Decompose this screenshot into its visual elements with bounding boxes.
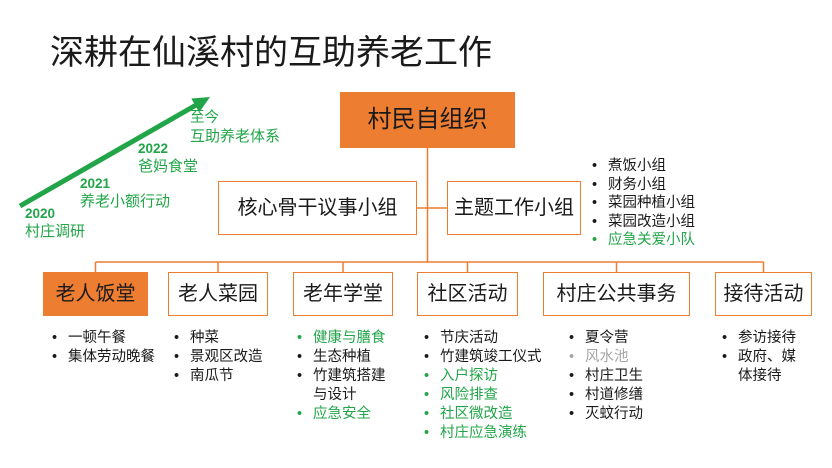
node-label: 接待活动 [723, 283, 804, 305]
milestone-year: 2020 [25, 206, 56, 221]
node-label: 村庄公共事务 [556, 283, 677, 305]
subgroup-item: 菜园改造小组 [592, 213, 695, 232]
page-title: 深耕在仙溪村的互助养老工作 [50, 34, 492, 72]
list-item: 南瓜节 [174, 367, 263, 386]
list-item: 种菜 [174, 329, 263, 348]
milestone: 2021 养老小额行动 [80, 175, 170, 211]
activity-node-school: 老年学堂 [293, 272, 393, 316]
node-label: 主题工作小组 [454, 197, 574, 219]
subgroup-item: 应急关爱小队 [592, 231, 695, 250]
milestone-label: 养老小额行动 [80, 193, 171, 210]
node-label: 老人菜园 [178, 283, 258, 305]
node-label: 社区活动 [427, 283, 508, 305]
activity-node-garden: 老人菜园 [168, 272, 268, 316]
list-item: 社区微改造 [424, 405, 542, 424]
list-item: 生态种植 [297, 348, 386, 367]
list-item: 政府、媒 体接待 [722, 348, 796, 386]
theme-subgroup-list: 煮饭小组 财务小组 菜园种植小组 菜园改造小组 应急关爱小队 [592, 157, 695, 250]
milestone-label: 爸妈食堂 [138, 158, 199, 175]
activity-node-canteen: 老人饭堂 [43, 272, 148, 316]
org-node-theme-group: 主题工作小组 [447, 181, 581, 235]
org-node-core-group: 核心骨干议事小组 [218, 181, 417, 235]
list-item: 风险排查 [424, 386, 542, 405]
node-label: 村民自组织 [367, 106, 488, 133]
activity-node-reception: 接待活动 [715, 272, 812, 316]
milestone-year: 2021 [80, 176, 111, 191]
subgroup-item: 财务小组 [592, 176, 695, 195]
node-label: 老人饭堂 [55, 283, 136, 305]
subgroup-item: 煮饭小组 [592, 157, 695, 176]
milestone-label: 互助养老体系 [190, 128, 281, 145]
milestone-label: 村庄调研 [25, 223, 86, 240]
subgroup-item: 菜园种植小组 [592, 194, 695, 213]
list-item: 风水池 [569, 348, 643, 367]
activity-list-garden: 种菜 景观区改造 南瓜节 [174, 329, 263, 386]
activity-node-community: 社区活动 [417, 272, 518, 316]
list-item: 健康与膳食 [297, 329, 386, 348]
node-label: 核心骨干议事小组 [237, 197, 398, 219]
activity-list-reception: 参访接待 政府、媒 体接待 [722, 329, 796, 386]
activity-node-public-affairs: 村庄公共事务 [543, 272, 690, 316]
milestone: 2020 村庄调研 [25, 205, 85, 241]
activity-list-school: 健康与膳食 生态种植 竹建筑搭建 与设计 应急安全 [297, 329, 386, 424]
list-item: 景观区改造 [174, 348, 263, 367]
list-item: 竹建筑搭建 与设计 [297, 367, 386, 405]
list-item: 竹建筑竣工仪式 [424, 348, 542, 367]
activity-list-canteen: 一顿午餐 集体劳动晚餐 [52, 329, 155, 367]
list-item: 村道修缮 [569, 386, 643, 405]
list-item: 一顿午餐 [52, 329, 155, 348]
list-item: 应急安全 [297, 405, 386, 424]
org-node-root: 村民自组织 [340, 92, 515, 148]
activity-list-public-affairs: 夏令营 风水池 村庄卫生 村道修缮 灭蚊行动 [569, 329, 643, 424]
list-item: 灭蚊行动 [569, 405, 643, 424]
list-item: 村庄卫生 [569, 367, 643, 386]
list-item: 村庄应急演练 [424, 424, 542, 443]
list-item: 夏令营 [569, 329, 643, 348]
list-item: 入户探访 [424, 367, 542, 386]
list-item: 集体劳动晚餐 [52, 348, 155, 367]
list-item: 参访接待 [722, 329, 796, 348]
milestone-year: 2022 [138, 141, 169, 156]
activity-list-community: 节庆活动 竹建筑竣工仪式 入户探访 风险排查 社区微改造 村庄应急演练 [424, 329, 542, 443]
list-item: 节庆活动 [424, 329, 542, 348]
milestone: 2022 爸妈食堂 [138, 140, 198, 176]
milestone: 至今 互助养老体系 [190, 110, 280, 146]
milestone-year: 至今 [190, 110, 219, 126]
node-label: 老年学堂 [303, 283, 383, 305]
